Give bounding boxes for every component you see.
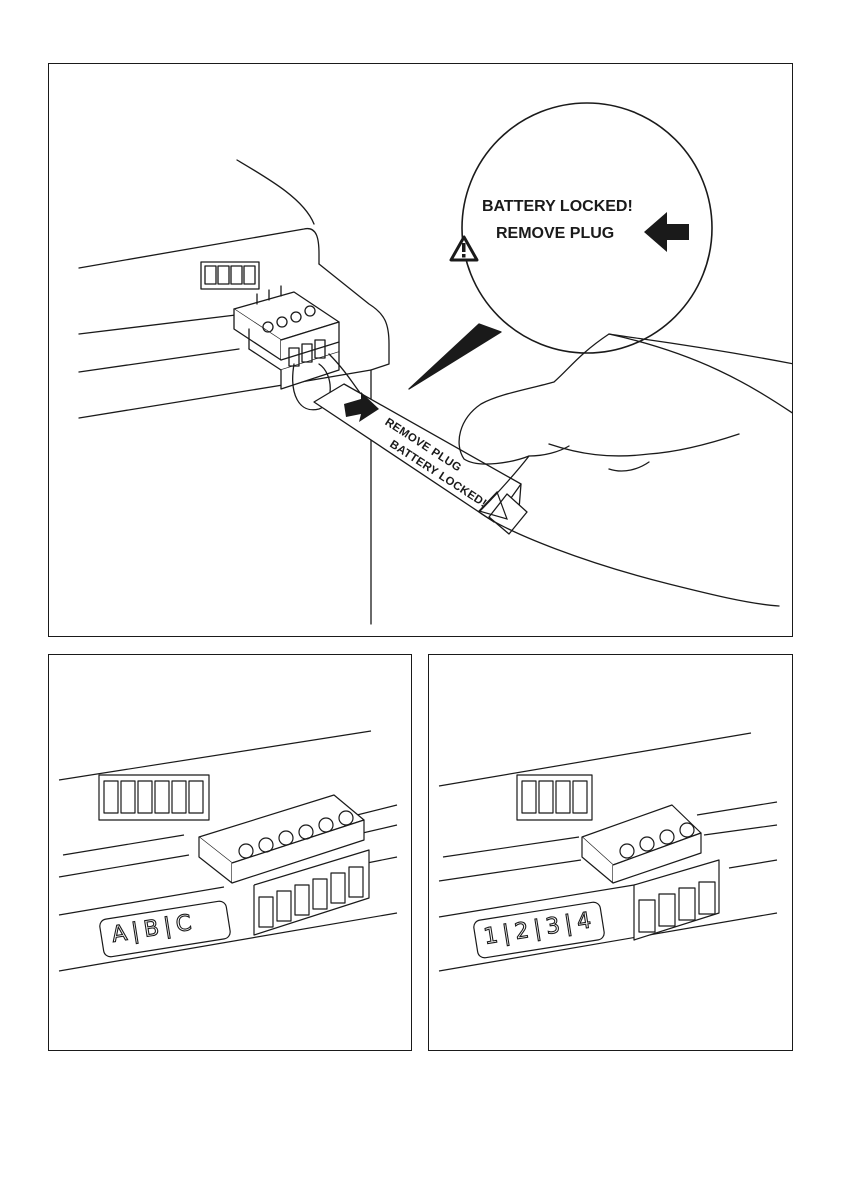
socket-4pin	[201, 262, 259, 289]
socket-4pin	[517, 775, 592, 820]
battery-lock-illustration: BATTERY LOCKED! REMOVE PLUG BATTERY LOCK…	[49, 64, 793, 637]
device-housing-front-edge	[79, 229, 319, 268]
callout-text-line-1: BATTERY LOCKED!	[482, 198, 633, 215]
six-pin-connector-illustration: A|B|C	[49, 655, 412, 1051]
six-pin-connector-panel: A|B|C	[48, 654, 412, 1051]
device-housing-line-1	[79, 314, 244, 334]
four-pin-connector-illustration: 1|2|3|4	[429, 655, 793, 1051]
callout-pointer	[409, 324, 501, 389]
socket-6pin	[99, 775, 209, 820]
device-housing-top-edge	[237, 160, 314, 224]
callout-text-line-2: REMOVE PLUG	[496, 225, 614, 242]
battery-lock-illustration-panel: BATTERY LOCKED! REMOVE PLUG BATTERY LOCK…	[48, 63, 793, 637]
device-housing-line-2	[79, 349, 239, 372]
hand-outline	[459, 334, 793, 606]
four-pin-connector-panel: 1|2|3|4	[428, 654, 793, 1051]
plug-4pin	[234, 286, 339, 389]
